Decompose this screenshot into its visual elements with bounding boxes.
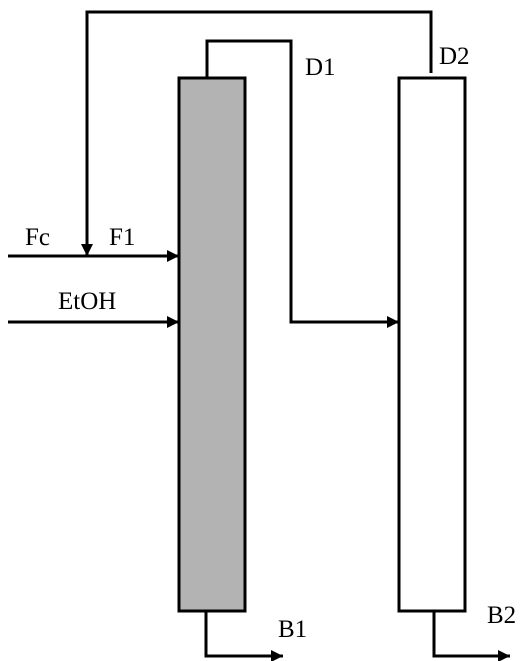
label-fc: Fc <box>25 224 50 251</box>
distillate-d2-recycle-line <box>81 10 433 256</box>
label-d2: D2 <box>439 43 470 70</box>
column-2 <box>397 76 467 613</box>
bottoms-b2-line <box>432 611 510 661</box>
label-b1: B1 <box>278 616 307 643</box>
distillate-d1-line <box>205 39 399 328</box>
bottoms-b1-line <box>204 611 283 661</box>
label-f1: F1 <box>109 224 135 251</box>
label-d1: D1 <box>305 54 336 81</box>
label-etoh: EtOH <box>58 288 116 315</box>
label-b2: B2 <box>487 602 516 629</box>
column-1 <box>177 76 247 613</box>
